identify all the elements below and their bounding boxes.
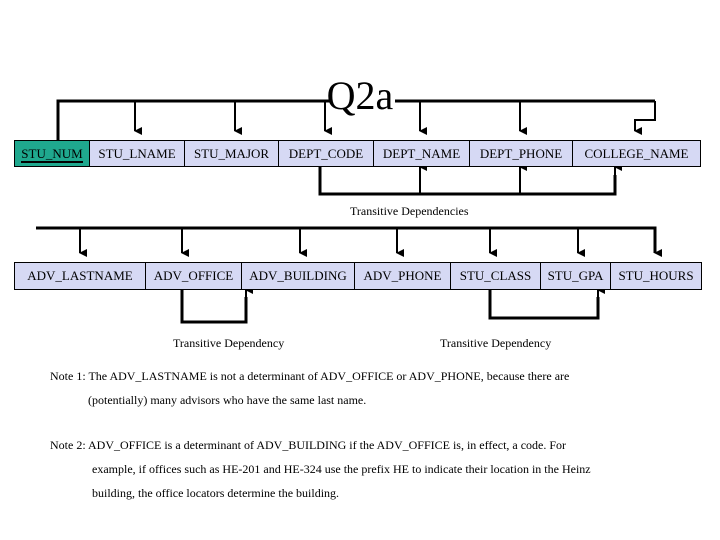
transitive-dependency-caption-left: Transitive Dependency	[173, 336, 285, 350]
key-dependency-arrows-top	[56, 99, 656, 140]
column-adv-lastname: ADV_LASTNAME	[14, 262, 146, 290]
column-adv-office: ADV_OFFICE	[145, 262, 242, 290]
column-stu-class: STU_CLASS	[450, 262, 541, 290]
column-dept-phone: DEPT_PHONE	[469, 140, 573, 167]
note-1-line-2: (potentially) many advisors who have the…	[88, 393, 367, 407]
column-dept-code: DEPT_CODE	[278, 140, 374, 167]
column-stu-major: STU_MAJOR	[184, 140, 279, 167]
transitive-dependencies-caption: Transitive Dependencies	[350, 204, 469, 218]
column-stu-gpa: STU_GPA	[540, 262, 611, 290]
key-dependency-arrows-bottom	[36, 226, 662, 257]
column-label: STU_NUM	[21, 146, 83, 163]
note-1-line-1: Note 1: The ADV_LASTNAME is not a determ…	[50, 369, 570, 383]
column-adv-phone: ADV_PHONE	[354, 262, 451, 290]
transitive-dependency-arrows-bottom	[180, 286, 605, 324]
transitive-dependency-caption-right: Transitive Dependency	[440, 336, 552, 350]
diagram-title: Q2a	[326, 73, 394, 118]
column-stu-lname: STU_LNAME	[89, 140, 185, 167]
column-adv-building: ADV_BUILDING	[241, 262, 355, 290]
transitive-dependency-arrows-top	[318, 163, 622, 196]
column-stu-num: STU_NUM	[14, 140, 90, 167]
column-stu-hours: STU_HOURS	[610, 262, 702, 290]
column-college-name: COLLEGE_NAME	[572, 140, 701, 167]
note-2-line-2: example, if offices such as HE-201 and H…	[92, 462, 591, 476]
note-2-line-3: building, the office locators determine …	[92, 486, 340, 500]
column-dept-name: DEPT_NAME	[373, 140, 470, 167]
note-2-line-1: Note 2: ADV_OFFICE is a determinant of A…	[50, 438, 567, 452]
